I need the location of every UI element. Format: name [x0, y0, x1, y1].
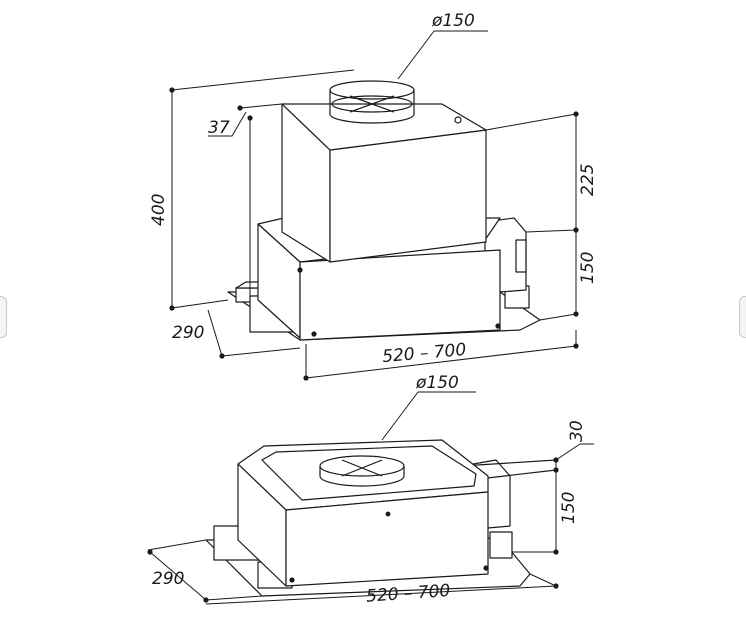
bottom-offset-label: 30 [567, 420, 587, 442]
bottom-depth-label: 290 [152, 569, 184, 589]
built-in-hood [205, 439, 557, 597]
top-dimension-lines [171, 30, 577, 379]
top-dimension-dots [169, 87, 579, 381]
top-offset-label: 37 [208, 118, 230, 138]
bottom-dimension-dots [147, 457, 559, 603]
top-chimney-height-label: 225 [578, 164, 598, 196]
top-total-height-label: 400 [149, 194, 169, 226]
top-depth-label: 290 [172, 323, 204, 343]
right-scroll-handle[interactable] [739, 296, 746, 338]
top-body-height-label: 150 [578, 252, 598, 284]
bottom-dimension-lines [147, 391, 594, 605]
hood-with-chimney [227, 80, 541, 341]
bottom-body-height-label: 150 [559, 492, 579, 524]
top-width-label: 520 – 700 [381, 340, 467, 367]
bottom-duct-diameter-label: ø150 [415, 373, 459, 393]
top-duct-diameter-label: ø150 [431, 11, 475, 31]
